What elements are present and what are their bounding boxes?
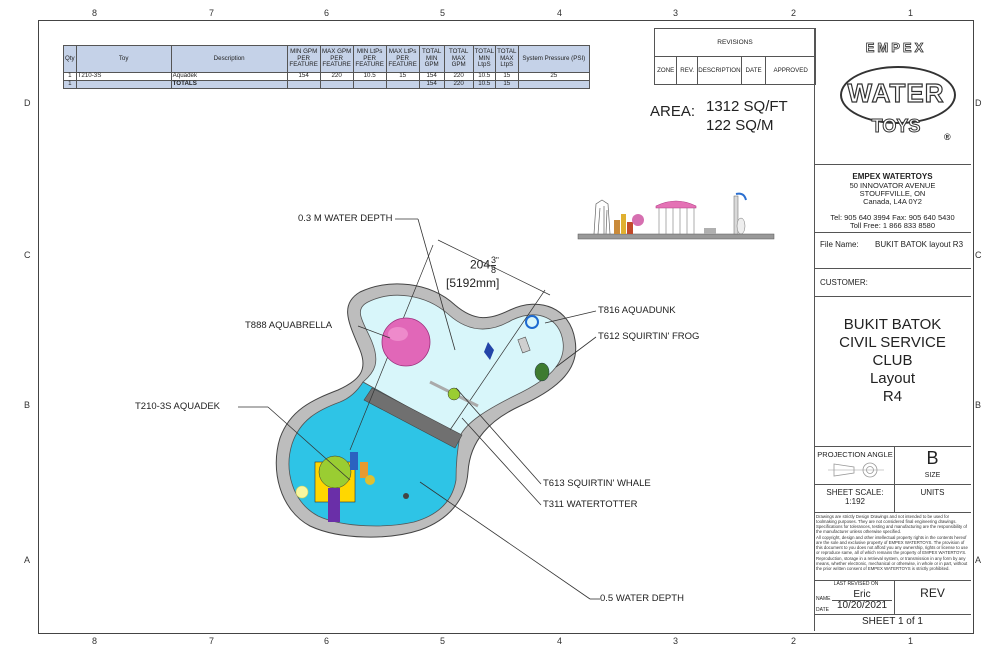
th-max-gpm: MAX GPM PER FEATURE — [319, 45, 354, 73]
th-total-min-ltps: TOTAL MIN LtpS — [472, 45, 496, 73]
table-row: 1 T210-3S Aquadek 154 220 10.5 15 154 22… — [63, 72, 590, 81]
depth-divider — [363, 387, 463, 449]
zone-left-A: A — [24, 555, 31, 565]
area-sqft: 1312 SQ/FT — [706, 98, 788, 115]
zone-left-D: D — [24, 98, 31, 108]
projection-label: PROJECTION ANGLE — [817, 450, 893, 459]
company-name: EMPEX WATERTOYS — [852, 172, 933, 181]
aquadek-cluster — [295, 452, 375, 522]
scale-label: SHEET SCALE: — [826, 488, 884, 497]
zone-right-D: D — [975, 98, 982, 108]
callout-frog: T612 SQUIRTIN' FROG — [598, 331, 700, 342]
logo-sub-text: TOYS — [871, 116, 921, 137]
area-label: AREA: — [650, 103, 696, 120]
customer-label: CUSTOMER: — [820, 278, 868, 287]
zone-top-7: 7 — [209, 8, 215, 18]
th-min-ltps: MIN LtPs PER FEATURE — [352, 45, 387, 73]
company-address-1: 50 INNOVATOR AVENUE — [849, 181, 936, 190]
cell: 10.5 — [472, 80, 496, 89]
file-name-value: BUKIT BATOK layout R3 — [875, 240, 964, 249]
legal-copyright: All copyright, design and other intellec… — [816, 535, 968, 571]
plan-view — [275, 239, 577, 538]
rev-col-description: DESCRIPTION — [698, 57, 742, 84]
drawing-frame — [38, 20, 974, 634]
title-block — [814, 28, 972, 631]
company-phone: Tel: 905 640 3994 Fax: 905 640 5430 — [830, 213, 955, 222]
project-line-3: CLUB — [872, 352, 913, 369]
project-line-4: Layout — [869, 370, 916, 387]
zone-right-C: C — [975, 250, 982, 260]
zone-bottom-3: 3 — [673, 636, 679, 646]
feature-table: Qty Toy Description MIN GPM PER FEATURE … — [63, 45, 590, 89]
zone-bottom-4: 4 — [557, 636, 563, 646]
callout-watertotter: T311 WATERTOTTER — [543, 499, 638, 510]
th-description: Description — [170, 45, 288, 73]
area-sqm: 122 SQ/M — [706, 117, 774, 134]
zone-bottom-2: 2 — [791, 636, 797, 646]
size-letter: B — [926, 448, 939, 468]
totals-row: 1 TOTALS 154 220 10.5 15 — [63, 80, 590, 89]
callout-aquadek: T210-3S AQUADEK — [135, 401, 221, 412]
file-name-label: File Name: — [820, 240, 859, 249]
zone-right-A: A — [975, 555, 982, 565]
zone-top-5: 5 — [440, 8, 446, 18]
dimension-metric: [5192mm] — [446, 276, 500, 290]
zone-top-3: 3 — [673, 8, 679, 18]
callout-shallow-depth: 0.3 M WATER DEPTH — [298, 213, 393, 224]
size-label: SIZE — [924, 472, 941, 479]
revisions-title: REVISIONS — [655, 29, 815, 57]
zone-top-1: 1 — [908, 8, 914, 18]
scale-value: 1:192 — [844, 497, 866, 506]
zone-left-C: C — [24, 250, 31, 260]
name-value: Eric — [832, 589, 892, 601]
th-total-max-ltps: TOTAL MAX LtpS — [494, 45, 519, 73]
projection-symbol-icon — [828, 462, 884, 478]
project-line-5: R4 — [882, 388, 903, 405]
rev-col-date: DATE — [742, 57, 767, 84]
date-label: DATE — [816, 607, 829, 613]
revisions-box: REVISIONS ZONE REV. DESCRIPTION DATE APP… — [654, 28, 816, 85]
callout-aquadunk: T816 AQUADUNK — [598, 305, 676, 316]
zone-bottom-6: 6 — [324, 636, 330, 646]
elevation-view — [577, 192, 775, 240]
zone-left-B: B — [24, 400, 31, 410]
sheet-number: SHEET 1 of 1 — [862, 616, 923, 627]
cell — [517, 80, 590, 89]
last-revised-label: LAST REVISED ON — [833, 581, 879, 587]
logo-top-text: EMPEX — [865, 40, 927, 56]
callout-aquabrella: T888 AQUABRELLA — [245, 320, 333, 331]
project-line-1: BUKIT BATOK — [843, 316, 942, 333]
zone-top-8: 8 — [92, 8, 98, 18]
rev-col-rev: REV. — [677, 57, 698, 84]
logo-main-text: WATER — [847, 77, 945, 108]
th-max-ltps: MAX LtPs PER FEATURE — [385, 45, 420, 73]
callout-whale: T613 SQUIRTIN' WHALE — [543, 478, 651, 489]
company-address-3: Canada, L4A 0Y2 — [863, 197, 922, 206]
company-tollfree: Toll Free: 1 866 833 8580 — [849, 221, 936, 230]
rev-col-zone: ZONE — [655, 57, 678, 84]
zone-bottom-7: 7 — [209, 636, 215, 646]
zone-top-2: 2 — [791, 8, 797, 18]
company-logo: EMPEX WATER TOYS ® — [836, 40, 956, 160]
date-value: 10/20/2021 — [836, 600, 888, 611]
th-min-gpm: MIN GPM PER FEATURE — [286, 45, 321, 73]
rev-label: REV — [920, 586, 945, 600]
name-label: NAME — [816, 596, 831, 602]
units-label: UNITS — [920, 488, 945, 497]
zone-bottom-5: 5 — [440, 636, 446, 646]
callout-deep-depth: 0.5 WATER DEPTH — [600, 593, 684, 604]
rev-col-approved: APPROVED — [773, 67, 808, 74]
legal-disclaimer: Drawings are strictly Design Drawings an… — [816, 514, 967, 535]
zone-bottom-8: 8 — [92, 636, 98, 646]
th-system-pressure: System Pressure (PSI) — [517, 45, 590, 73]
zone-right-B: B — [975, 400, 982, 410]
company-address-2: STOUFFVILLE, ON — [859, 189, 926, 198]
zone-top-6: 6 — [324, 8, 330, 18]
zone-bottom-1: 1 — [908, 636, 914, 646]
zone-top-4: 4 — [557, 8, 563, 18]
project-line-2: CIVIL SERVICE — [839, 334, 946, 351]
